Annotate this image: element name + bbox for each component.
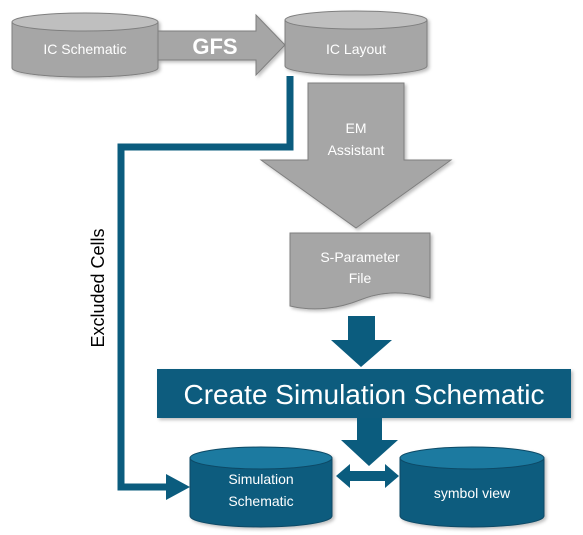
ic-layout-label: IC Layout xyxy=(326,41,386,57)
sparam-to-create-arrow xyxy=(331,316,392,367)
ic-schematic-label: IC Schematic xyxy=(43,41,126,57)
gfs-arrow xyxy=(157,13,286,77)
excluded-cells-label: Excluded Cells xyxy=(88,228,108,347)
em-assistant-label-1: EM xyxy=(346,120,367,136)
s-parameter-file-shape xyxy=(289,232,431,310)
excluded-cells-arrowhead xyxy=(166,474,190,500)
bidirectional-arrow xyxy=(336,464,399,488)
em-assistant-label-2: Assistant xyxy=(328,142,385,158)
ic-layout-cylinder xyxy=(284,10,428,76)
symbol-view-cylinder xyxy=(399,446,545,528)
simulation-schematic-cylinder xyxy=(189,446,333,528)
symbol-view-label: symbol view xyxy=(434,485,511,501)
create-to-outputs-arrow xyxy=(341,418,398,466)
simulation-schematic-label-1: Simulation xyxy=(228,471,293,487)
ic-schematic-cylinder xyxy=(11,12,159,78)
s-parameter-label-2: File xyxy=(349,270,372,286)
excluded-cells-connector xyxy=(117,76,294,491)
simulation-schematic-label-2: Schematic xyxy=(228,493,293,509)
s-parameter-label-1: S-Parameter xyxy=(320,249,400,265)
create-simulation-bar xyxy=(157,369,571,418)
em-assistant-arrow xyxy=(259,82,453,229)
create-simulation-label: Create Simulation Schematic xyxy=(183,379,544,410)
gfs-label: GFS xyxy=(192,34,237,59)
